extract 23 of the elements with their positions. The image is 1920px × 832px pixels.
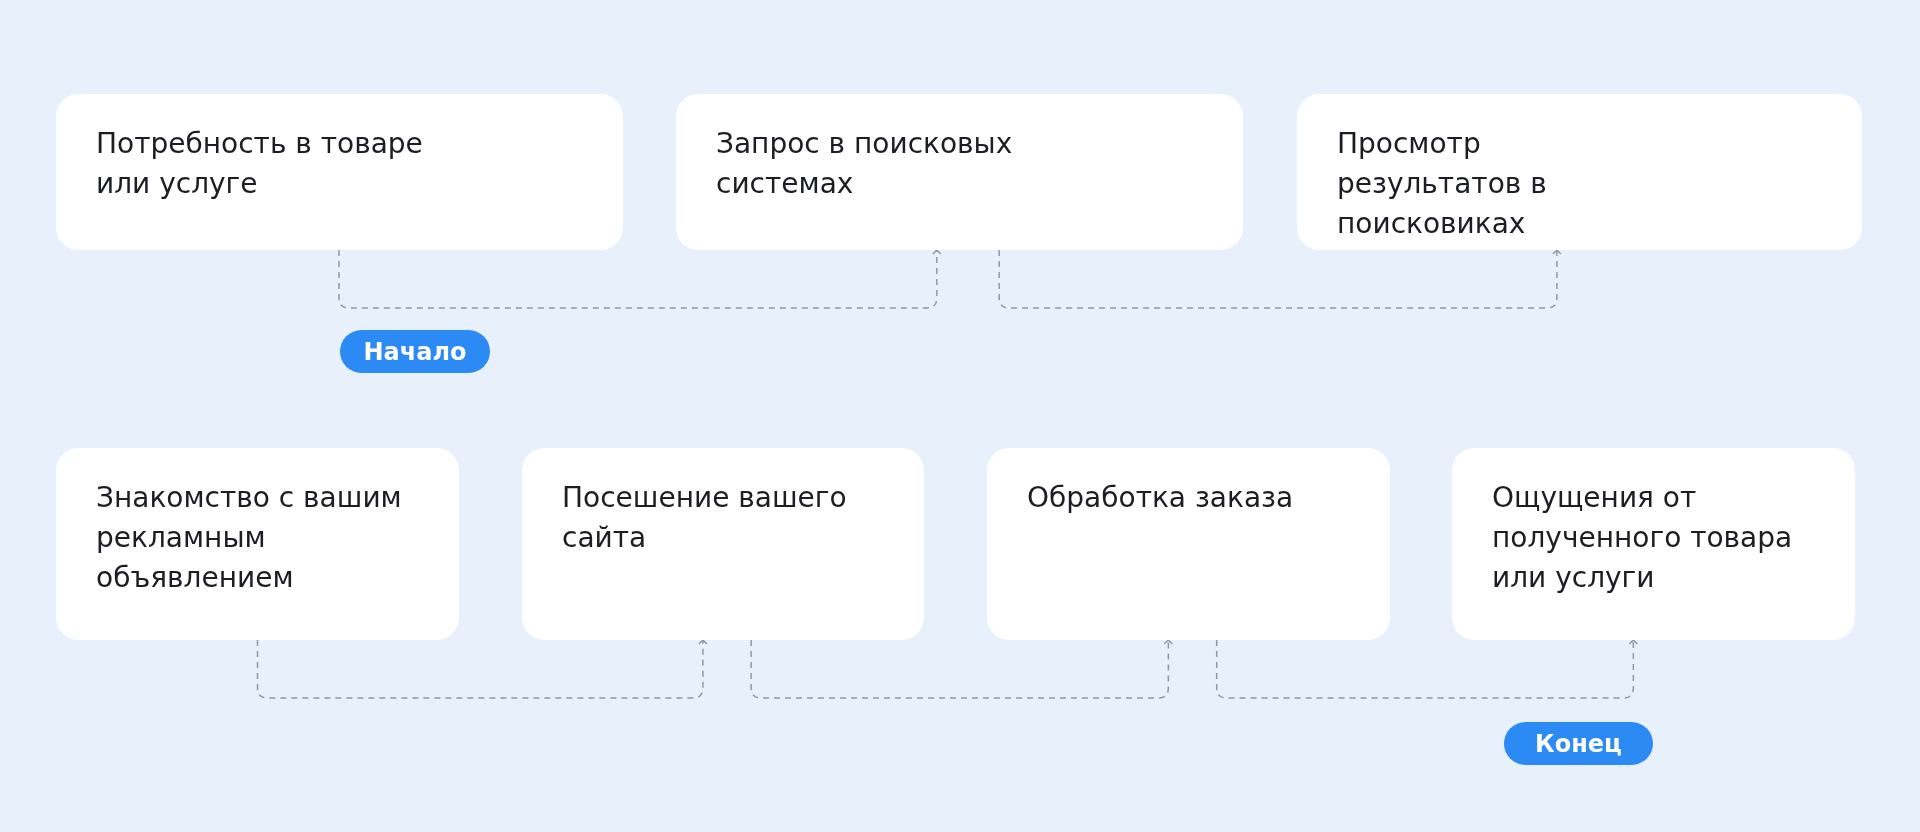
- step-card: [987, 448, 1390, 640]
- step-card: [522, 448, 924, 640]
- step-text: Просмотр результатов в поисковиках: [1337, 126, 1548, 242]
- step-text: Ощущения от полученного товара или услуги: [1492, 480, 1794, 596]
- step-card: [1297, 94, 1862, 250]
- dashed-arrow: [1215, 639, 1639, 699]
- badge-label: Начало: [363, 337, 467, 366]
- status-badge: [1504, 722, 1653, 765]
- step-text: Запрос в поисковых системах: [716, 126, 1014, 202]
- step-text: Потребность в товаре или услуге: [96, 126, 424, 202]
- step-card: [56, 94, 623, 250]
- step-card: [56, 448, 459, 640]
- dashed-arrow: [338, 249, 942, 309]
- step-card: [1452, 448, 1855, 640]
- badge-label: Конец: [1535, 729, 1622, 758]
- status-badge: [340, 330, 490, 373]
- dashed-arrow: [750, 639, 1174, 699]
- step-text: Знакомство с вашим рекламным объявлением: [96, 480, 403, 596]
- step-card: [676, 94, 1243, 250]
- step-text: Обработка заказа: [1027, 480, 1294, 516]
- dashed-arrow: [256, 639, 708, 699]
- step-text: Посешение вашего сайта: [562, 480, 848, 556]
- dashed-arrow: [998, 249, 1562, 309]
